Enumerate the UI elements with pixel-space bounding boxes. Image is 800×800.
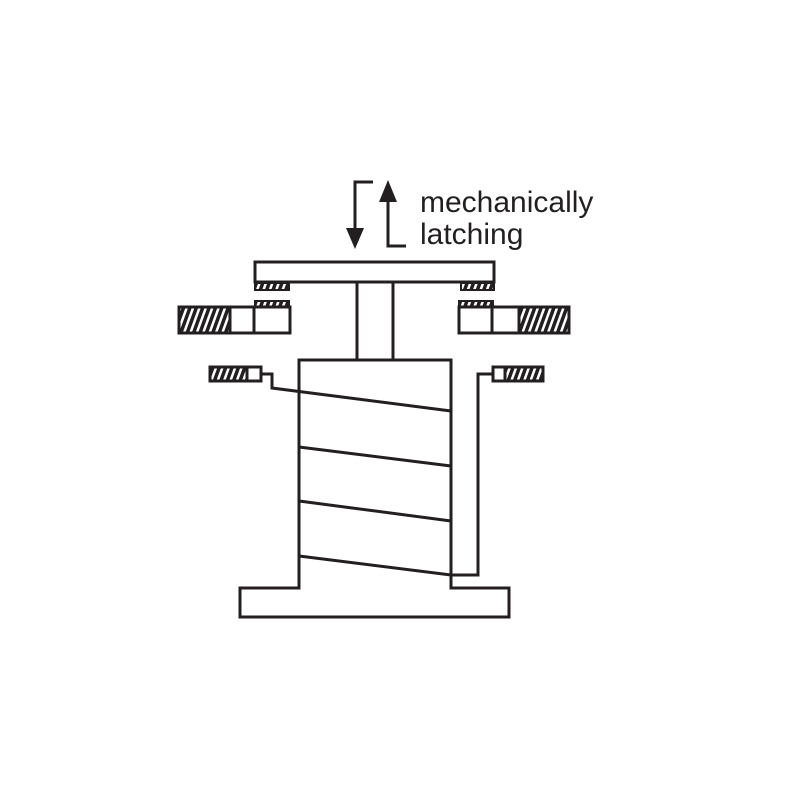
- moving-contact-left: [254, 282, 290, 291]
- label-mechanically: mechanically: [420, 186, 593, 219]
- down-arrow-icon: [346, 180, 373, 249]
- up-arrow-icon: [379, 180, 406, 248]
- fixed-contact-right: [457, 300, 571, 335]
- fixed-contact-left: [177, 300, 292, 335]
- coil-terminal-right: [491, 365, 545, 383]
- coil-winding: [261, 372, 493, 577]
- coil-terminal-left: [208, 365, 263, 383]
- armature-plate: [253, 260, 496, 284]
- label-latching: latching: [420, 218, 523, 251]
- moving-contact-right: [460, 282, 495, 291]
- plunger-stem: [355, 280, 395, 362]
- core-and-base: [238, 358, 511, 619]
